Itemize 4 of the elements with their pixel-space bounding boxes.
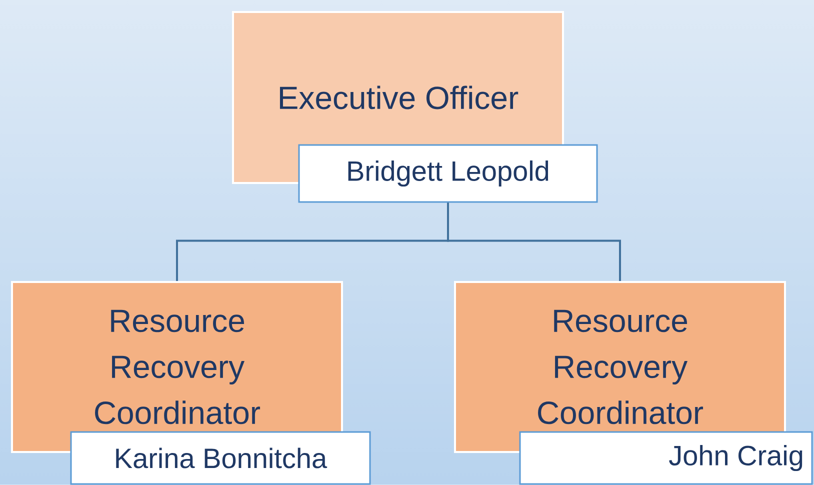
name-box: John Craig — [519, 431, 813, 485]
name-box: Bridgett Leopold — [298, 144, 598, 203]
name-box: Karina Bonnitcha — [70, 431, 371, 485]
connector-line — [447, 202, 621, 281]
